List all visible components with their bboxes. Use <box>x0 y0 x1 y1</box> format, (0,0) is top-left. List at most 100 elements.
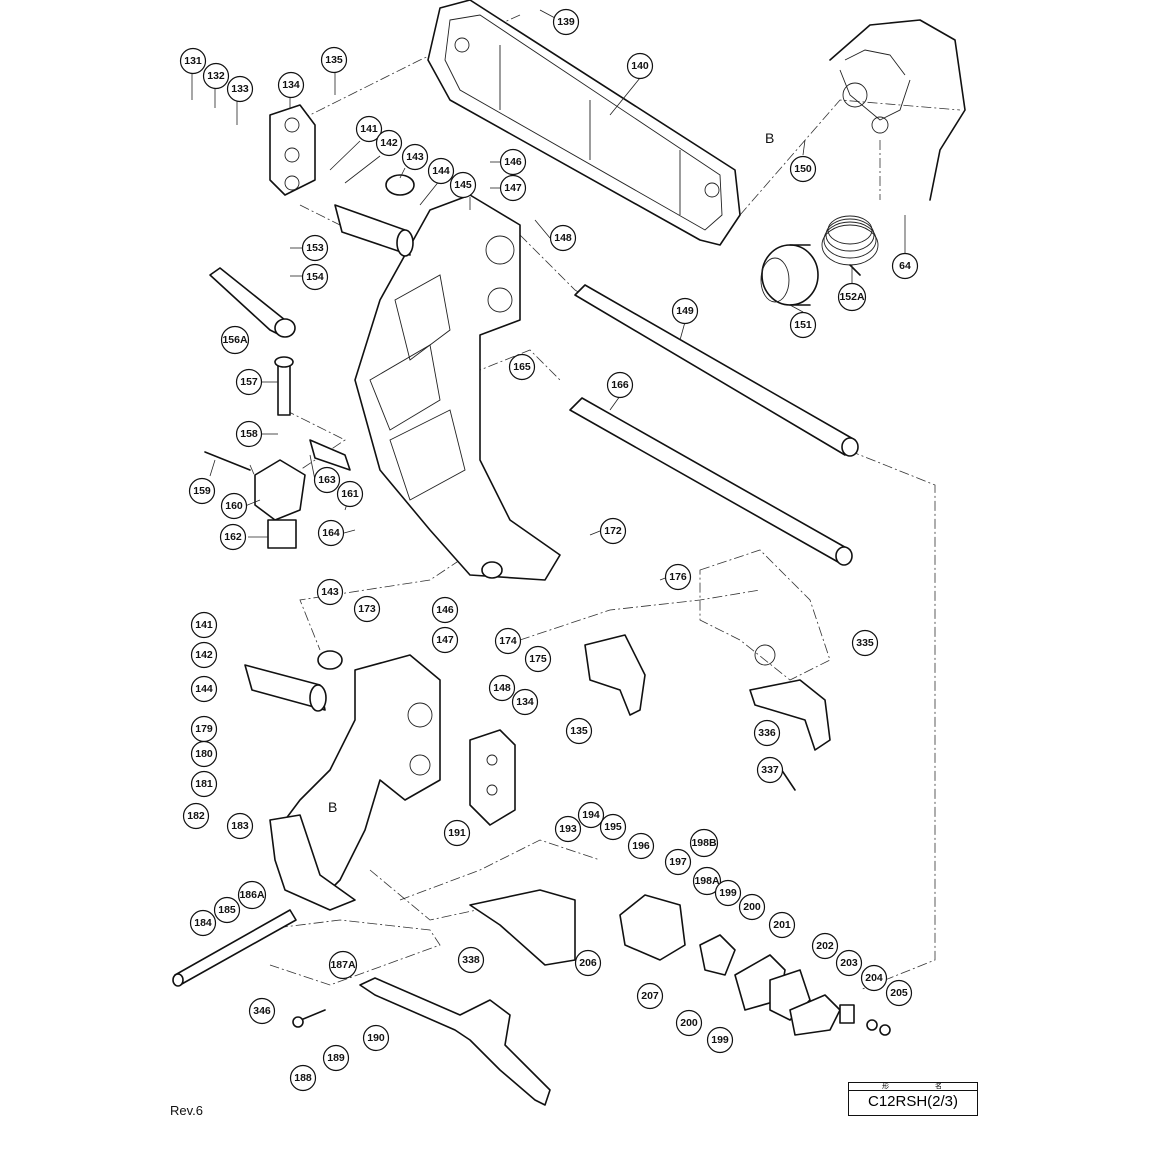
callout-number: 147 <box>436 634 454 646</box>
callout-circle <box>574 949 602 977</box>
guard-176-parts <box>584 634 646 716</box>
callout-number: 160 <box>225 500 243 512</box>
callout-number: 157 <box>240 376 258 388</box>
callout-144: 144 <box>427 157 455 185</box>
callout-circle <box>606 371 634 399</box>
callout-circle <box>860 964 888 992</box>
callout-184: 184 <box>189 909 217 937</box>
callout-circle <box>322 1044 350 1072</box>
callout-number: 207 <box>641 990 659 1002</box>
callout-number: 198B <box>691 837 717 849</box>
callout-circle <box>235 420 263 448</box>
callout-346: 346 <box>248 997 276 1025</box>
callout-153: 153 <box>301 234 329 262</box>
callout-142: 142 <box>190 641 218 669</box>
lever-156a <box>209 267 296 338</box>
callout-circle <box>494 627 522 655</box>
callout-162: 162 <box>219 523 247 551</box>
callout-number: 180 <box>195 748 213 760</box>
callout-338: 338 <box>457 946 485 974</box>
callout-circle <box>226 75 254 103</box>
callout-number: 199 <box>711 1034 729 1046</box>
callout-number: 143 <box>321 586 339 598</box>
callout-135: 135 <box>565 717 593 745</box>
callout-134: 134 <box>511 688 539 716</box>
callout-189: 189 <box>322 1044 350 1072</box>
callout-circle <box>375 129 403 157</box>
callout-circle <box>317 519 345 547</box>
callout-number: 134 <box>516 696 534 708</box>
callout-146: 146 <box>499 148 527 176</box>
callout-number: 187A <box>330 959 356 971</box>
callout-number: 166 <box>611 379 629 391</box>
callout-163: 163 <box>313 466 341 494</box>
callout-179: 179 <box>190 715 218 743</box>
callout-number: 135 <box>325 54 343 66</box>
callout-number: 140 <box>631 60 649 72</box>
callout-circle <box>213 896 241 924</box>
callout-circle <box>851 629 879 657</box>
callout-147: 147 <box>499 174 527 202</box>
callout-circle <box>190 770 218 798</box>
callout-336: 336 <box>753 719 781 747</box>
callout-circle <box>220 325 250 355</box>
callout-196: 196 <box>627 832 655 860</box>
callout-number: 64 <box>899 260 911 272</box>
callout-circle <box>237 880 267 910</box>
callout-circle <box>664 563 692 591</box>
callout-circle <box>508 353 536 381</box>
callout-191: 191 <box>443 819 471 847</box>
callout-circle <box>188 477 216 505</box>
callout-circle <box>449 171 477 199</box>
callout-circle <box>277 71 305 99</box>
callout-number: 134 <box>282 79 300 91</box>
callout-199: 199 <box>706 1026 734 1054</box>
callout-207: 207 <box>636 982 664 1010</box>
callout-133: 133 <box>226 75 254 103</box>
assembly-lines <box>249 14 961 991</box>
callout-number: 346 <box>253 1005 271 1017</box>
callout-number: 139 <box>557 16 575 28</box>
upper-arm-casting <box>334 194 561 581</box>
motor-housing-fragment <box>829 19 966 201</box>
callout-circle <box>689 828 719 858</box>
callout-200: 200 <box>675 1009 703 1037</box>
callout-number: 163 <box>318 474 336 486</box>
callout-number: 149 <box>676 305 694 317</box>
callout-149: 149 <box>671 297 699 325</box>
callout-number: 182 <box>187 810 205 822</box>
callout-circle <box>220 492 248 520</box>
callout-number: 153 <box>306 242 324 254</box>
callout-circle <box>789 311 817 339</box>
callout-195: 195 <box>599 813 627 841</box>
callout-number: 335 <box>856 637 874 649</box>
callout-circle <box>190 611 218 639</box>
callout-number: 142 <box>380 137 398 149</box>
callout-number: 176 <box>669 571 687 583</box>
callout-139: 139 <box>552 8 580 36</box>
callout-number: 203 <box>840 957 858 969</box>
bracket-134-upper <box>269 104 316 196</box>
callout-circle <box>664 848 692 876</box>
callout-circle <box>738 893 766 921</box>
callout-number: 202 <box>816 940 834 952</box>
motor-housing-lower-fragment <box>699 549 831 681</box>
callout-number: 199 <box>719 887 737 899</box>
callout-number: 162 <box>224 531 242 543</box>
callout-201: 201 <box>768 911 796 939</box>
callout-number: 174 <box>499 635 517 647</box>
callout-number: 131 <box>184 55 202 67</box>
callout-circle <box>811 932 839 960</box>
callout-206: 206 <box>574 949 602 977</box>
callout-circle <box>336 480 364 508</box>
callout-number: 198A <box>694 875 720 887</box>
callout-number: 135 <box>570 725 588 737</box>
callout-188: 188 <box>289 1064 317 1092</box>
callout-circle <box>756 756 784 784</box>
callout-number: 338 <box>462 954 480 966</box>
callout-148: 148 <box>549 224 577 252</box>
callout-143: 143 <box>316 578 344 606</box>
callout-141: 141 <box>355 115 383 143</box>
